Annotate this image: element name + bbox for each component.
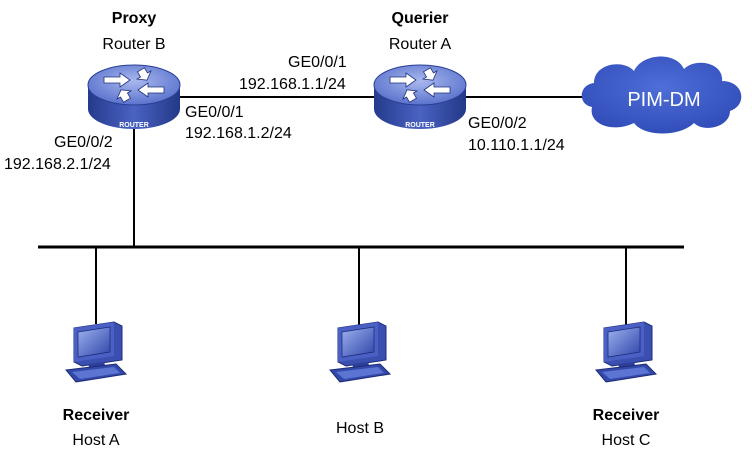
host-a-name: Host A (72, 432, 120, 449)
router-a-port2-name: GE0/0/2 (468, 115, 527, 132)
router-b-role: Proxy (111, 10, 157, 27)
router-a-role: Querier (391, 10, 449, 27)
host-b-name: Host B (335, 420, 385, 437)
router-b-name: Router B (102, 36, 166, 53)
router-a-port1-ip: 192.168.1.1/24 (239, 76, 346, 93)
host-a-role: Receiver (62, 407, 130, 424)
router-b-port1-ip: 192.168.1.2/24 (185, 125, 292, 142)
router-a-name: Router A (388, 36, 452, 53)
router-b-port2-name: GE0/0/2 (54, 134, 113, 151)
host-b-pc-icon (329, 321, 391, 383)
host-a-pc-icon (65, 321, 127, 383)
router-a-port2-ip: 10.110.1.1/24 (468, 137, 565, 154)
host-c-pc-icon (595, 321, 657, 383)
router-b-icon (87, 64, 181, 130)
cloud-label: PIM-DM (627, 89, 700, 111)
host-c-role: Receiver (592, 407, 660, 424)
router-b-badge: ROUTER (119, 122, 149, 129)
router-a-icon (373, 64, 467, 130)
cloud-icon (581, 56, 742, 134)
router-a-badge: ROUTER (405, 122, 435, 129)
router-b-port2-ip: 192.168.2.1/24 (4, 156, 111, 173)
host-c-name: Host C (601, 432, 651, 449)
router-b-port1-name: GE0/0/1 (185, 104, 244, 121)
router-a-port1-name: GE0/0/1 (288, 54, 347, 71)
